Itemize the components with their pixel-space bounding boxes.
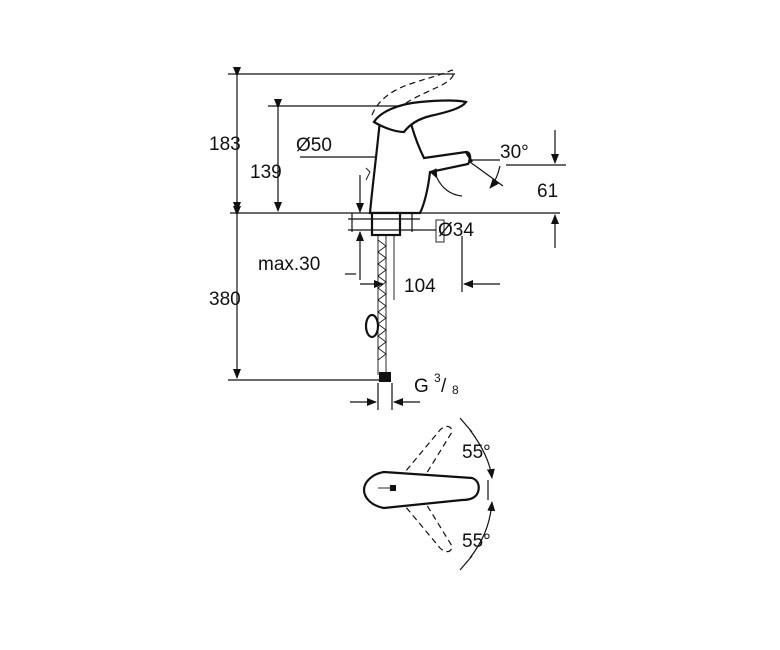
angle-down-tick xyxy=(459,555,473,571)
mounting-shank xyxy=(370,211,402,237)
angle-up-arc xyxy=(469,429,495,479)
dim-thread-den: 8 xyxy=(452,383,459,397)
dim-rotation-up: 55° xyxy=(462,442,491,463)
dim-thread-prefix: G xyxy=(414,376,429,397)
lever-indicator xyxy=(390,485,396,491)
angle-arc xyxy=(489,165,501,189)
pin-icon xyxy=(365,167,371,181)
dim-spout-reach: 104 xyxy=(404,276,436,297)
faucet-body xyxy=(368,118,472,215)
spout-swing-arc xyxy=(429,168,463,197)
dim-body-diameter: Ø50 xyxy=(296,135,332,156)
dim-lever-height: 61 xyxy=(537,181,558,202)
lever-rotated-up-outline xyxy=(399,425,453,493)
dim-total-height: 183 xyxy=(209,134,241,155)
lever-rotated-down-outline xyxy=(399,485,453,553)
dim-thread-slash: / xyxy=(441,376,447,397)
dim-spout-angle: 30° xyxy=(500,142,529,163)
angle-up-tick xyxy=(459,417,473,433)
dim-34-box xyxy=(435,219,445,243)
dim-spout-height: 139 xyxy=(250,162,282,183)
lever-raised-outline xyxy=(371,69,455,116)
side-view: 183 139 Ø50 30° 61 xyxy=(209,67,566,410)
dim-rotation-down: 55° xyxy=(462,531,491,552)
lever-top-body xyxy=(362,470,480,510)
check-valve xyxy=(364,313,380,339)
mounting-plate xyxy=(348,218,420,231)
faucet-lever xyxy=(372,99,468,134)
dim-hole-diameter: Ø34 xyxy=(438,220,474,241)
dim-hose-length: 380 xyxy=(209,289,241,310)
hose-braid xyxy=(377,239,387,361)
dim-max-thickness: max.30 xyxy=(258,254,320,275)
top-view: 55° 55° xyxy=(362,417,496,571)
dim-thread-num: 3 xyxy=(434,371,441,385)
hose-fitting xyxy=(379,372,391,382)
angle-down-arc xyxy=(469,501,496,559)
